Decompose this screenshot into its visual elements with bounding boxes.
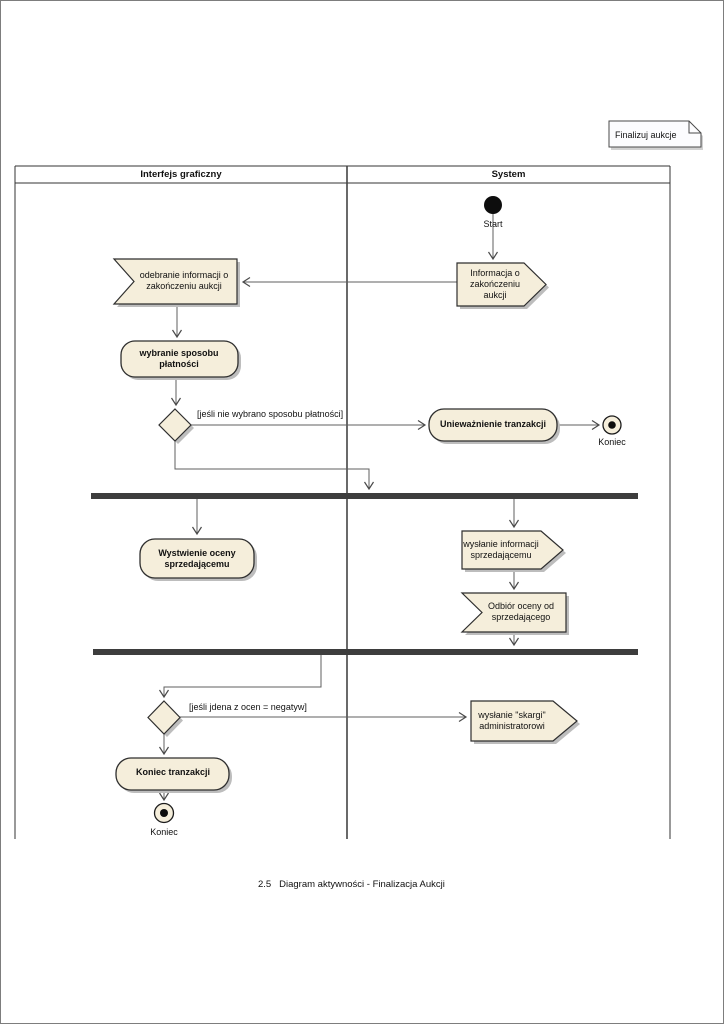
send-signal-info-seller — [461, 530, 564, 570]
activity-rate-seller — [139, 538, 255, 579]
activity-choose-payment — [120, 340, 239, 378]
activity-end-transaction — [115, 757, 230, 791]
note-shape — [608, 120, 703, 150]
lane-header-system: System — [491, 169, 526, 180]
send-signal-complaint — [470, 700, 578, 742]
lane-header-interfejs: Interfejs graficzny — [140, 169, 222, 180]
send-signal-auction-end — [456, 262, 547, 307]
swimlane-frame — [14, 165, 671, 839]
activity-cancel-transaction — [428, 408, 558, 442]
decision-payment — [158, 408, 192, 442]
connectors — [158, 214, 601, 802]
final-node-2-dot — [160, 809, 168, 817]
edge-decision1-to-fork — [174, 441, 375, 491]
final-node-1-dot — [608, 421, 616, 429]
edge-join-to-decision2 — [158, 655, 322, 699]
fork-bar — [91, 493, 638, 499]
figure-caption: 2.5 Diagram aktywności - Finalizacja Auk… — [258, 879, 445, 890]
start-node — [484, 196, 502, 214]
join-bar — [93, 649, 638, 655]
receive-signal-rating — [460, 592, 567, 633]
receive-signal-auction-end — [112, 258, 238, 305]
decision-negative-rating — [147, 700, 181, 735]
